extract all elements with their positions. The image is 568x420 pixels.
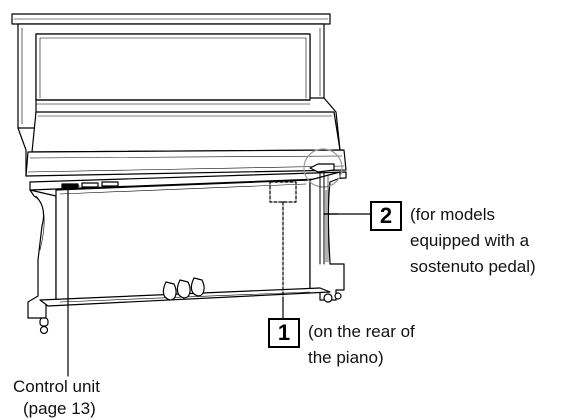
rear-unit-dashed-outline <box>269 181 297 319</box>
piano-top-lid <box>11 13 331 25</box>
callout-2-note-line-3: sostenuto pedal) <box>410 257 536 276</box>
piano-upper-cabinet <box>17 23 325 129</box>
piano-right-leg <box>309 171 345 303</box>
callout-2-note-line-1: (for models <box>410 205 496 224</box>
callout-1-note-line-1: (on the rear of <box>308 322 415 341</box>
callout-1-note-line-2: the piano) <box>308 348 384 367</box>
piano-left-leg <box>27 189 57 335</box>
control-unit-label-line-1: Control unit <box>13 377 100 396</box>
callout-2-number: 2 <box>370 201 402 231</box>
piano-key-slip <box>29 171 347 191</box>
control-unit-label-line-2: (page 13) <box>23 399 96 418</box>
callout-1-number: 1 <box>268 318 300 348</box>
piano-fallboard <box>25 111 347 177</box>
callout-2-note-line-2: equipped with a <box>410 231 530 250</box>
piano-pedals <box>162 277 205 301</box>
piano-side-cheeks <box>17 97 341 177</box>
